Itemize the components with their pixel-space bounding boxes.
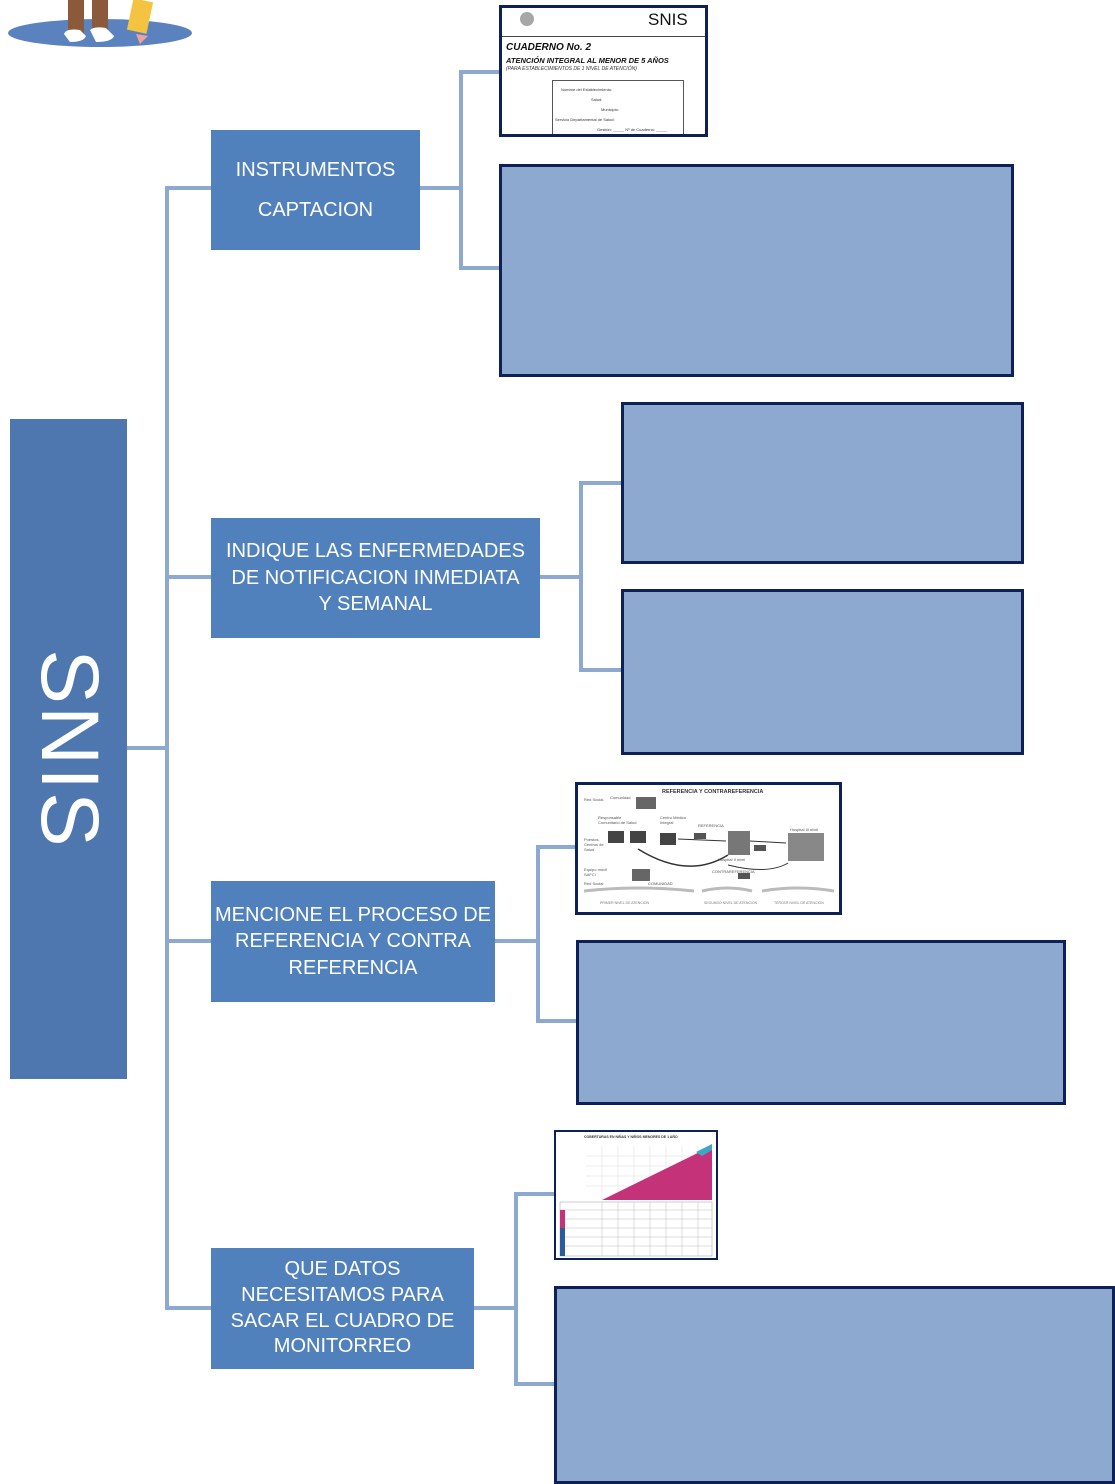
referencia-diagram-image: REFERENCIA Y CONTRAREFERENCIA Red Social…	[575, 782, 842, 915]
referencia-label: Comunidad	[610, 795, 631, 800]
connector-branch-4-vert	[514, 1192, 518, 1386]
cobertura-title: COBERTURAS EN NIÑAS Y NIÑOS MENORES DE 1…	[584, 1135, 678, 1139]
connector-branch-3-vert	[536, 845, 540, 1023]
referencia-label: Red Social	[584, 797, 604, 802]
connector-branch-1-vert	[459, 70, 463, 270]
connector-branch-3	[495, 939, 537, 943]
topic-line: DE NOTIFICACION INMEDIATA	[231, 566, 520, 589]
referencia-label: Centro Médico Integral	[660, 815, 687, 825]
referencia-label: Puestos, Centros de Salud	[584, 837, 604, 852]
topic-line: REFERENCIA Y CONTRA	[235, 930, 471, 953]
connector-topic-1	[165, 186, 211, 190]
answer-box-instrumentos[interactable]	[499, 164, 1014, 377]
referencia-label: Equipo móvil SAFCI	[584, 867, 607, 877]
topic-line: QUE DATOS	[284, 1258, 401, 1281]
referencia-label: COMUNIDAD	[648, 881, 673, 886]
cuaderno-note: (PARA ESTABLECIMIENTOS DE 1 NIVEL DE ATE…	[506, 66, 637, 72]
connector-branch-2-a	[579, 481, 621, 485]
topic-monitoreo: QUE DATOS NECESITAMOS PARA SACAR EL CUAD…	[211, 1248, 474, 1369]
cuaderno-form: Nombre del Establecimiento: Salud: Munic…	[552, 80, 684, 134]
topic-line: REFERENCIA	[288, 956, 418, 979]
connector-topic-4	[165, 1306, 211, 1310]
root-node: SNIS	[10, 419, 127, 1079]
referencia-label: Responsable Comunitario de Salud	[598, 815, 637, 825]
connector-branch-3-a	[536, 845, 576, 849]
connector-root	[127, 746, 167, 750]
connector-branch-2-vert	[579, 481, 583, 672]
person-illustration	[0, 0, 200, 50]
answer-box-enfermedades-inmediata[interactable]	[621, 402, 1024, 564]
referencia-label: CONTRAREFERENCIA	[712, 869, 755, 874]
topic-line: NECESITAMOS PARA	[241, 1283, 444, 1306]
referencia-label: Red Social	[584, 881, 604, 886]
header-divider	[502, 36, 705, 37]
connector-branch-4-a	[514, 1192, 554, 1196]
answer-box-enfermedades-semanal[interactable]	[621, 589, 1024, 755]
cuaderno-brand: SNIS	[648, 10, 688, 29]
answer-box-referencia[interactable]	[576, 940, 1066, 1105]
coat-of-arms-icon	[520, 12, 534, 26]
connector-branch-4-b	[514, 1382, 554, 1386]
root-label: SNIS	[23, 649, 115, 849]
connector-branch-1-a	[459, 70, 499, 74]
cuaderno-title: CUADERNO No. 2	[506, 42, 592, 53]
connector-branch-3-b	[536, 1019, 576, 1023]
topic-enfermedades: INDIQUE LAS ENFERMEDADES DE NOTIFICACION…	[211, 518, 540, 638]
connector-branch-1-b	[459, 266, 499, 270]
topic-line: CAPTACION	[257, 199, 374, 221]
topic-line: MENCIONE EL PROCESO DE	[215, 903, 491, 926]
cobertura-chart-graphic	[559, 1144, 713, 1257]
referencia-footer: SEGUNDO NIVEL DE ATENCION	[704, 901, 758, 905]
referencia-illustration	[583, 797, 835, 893]
topic-line: MONITORREO	[273, 1335, 412, 1358]
referencia-label: Hospital III nivel	[790, 827, 819, 832]
referencia-footer: TERCER NIVEL DE ATENCION	[774, 901, 824, 905]
referencia-label: Hospital II nivel	[718, 857, 746, 862]
topic-line: INSTRUMENTOS	[235, 159, 396, 181]
form-field: Nombre del Establecimiento:	[561, 87, 613, 92]
answer-box-monitoreo[interactable]	[554, 1286, 1115, 1484]
topic-line: SACAR EL CUADRO DE	[230, 1309, 455, 1332]
form-field: Gestión: _____ Nº de Cuaderno: _____	[597, 127, 668, 132]
form-field: Salud:	[591, 97, 603, 102]
connector-topic-2	[165, 575, 211, 579]
topic-line: INDIQUE LAS ENFERMEDADES	[226, 540, 525, 563]
topic-line: Y SEMANAL	[318, 593, 433, 616]
cobertura-chart-image: COBERTURAS EN NIÑAS Y NIÑOS MENORES DE 1…	[554, 1130, 718, 1260]
form-field: Municipio:	[601, 107, 620, 112]
connector-branch-1	[420, 186, 462, 190]
connector-topic-3	[165, 939, 211, 943]
form-field: Servicio Departamental de Salud:	[555, 117, 615, 122]
connector-branch-2	[540, 575, 582, 579]
topic-instrumentos: INSTRUMENTOS CAPTACION	[211, 130, 420, 250]
referencia-title: REFERENCIA Y CONTRAREFERENCIA	[662, 789, 764, 795]
connector-trunk	[165, 186, 169, 1310]
referencia-label: REFERENCIA	[698, 823, 724, 828]
cuaderno-subtitle: ATENCIÓN INTEGRAL AL MENOR DE 5 AÑOS	[506, 56, 669, 65]
topic-referencia: MENCIONE EL PROCESO DE REFERENCIA Y CONT…	[211, 881, 495, 1002]
connector-branch-4	[474, 1306, 516, 1310]
connector-branch-2-b	[579, 668, 621, 672]
cuaderno-cover-image: SNIS CUADERNO No. 2 ATENCIÓN INTEGRAL AL…	[499, 5, 708, 137]
referencia-footer: PRIMER NIVEL DE ATENCION	[600, 901, 650, 905]
